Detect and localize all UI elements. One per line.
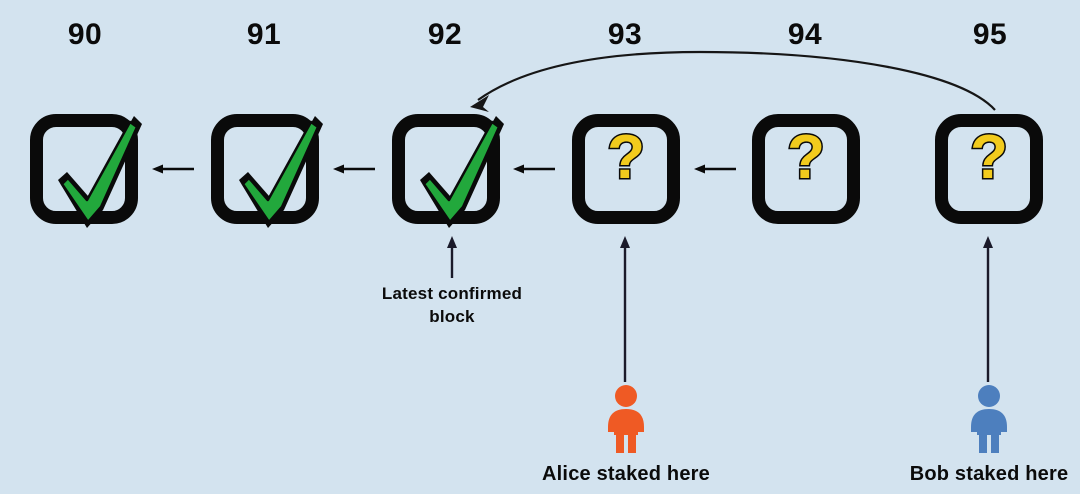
block-number-95: 95: [972, 18, 1008, 51]
bob-person-icon: [971, 385, 1007, 453]
block-number-91: 91: [246, 18, 282, 51]
block-94[interactable]: [752, 114, 860, 224]
chain-arrow-91-to-90: [152, 164, 194, 174]
block-90[interactable]: [30, 114, 138, 224]
block-number-92: 92: [427, 18, 463, 51]
latest-confirmed-line1: Latest confirmed: [381, 284, 523, 303]
pointer-arrow-alice: [620, 236, 630, 382]
chain-arrow-92-to-91: [333, 164, 375, 174]
block-93[interactable]: [572, 114, 680, 224]
block-95[interactable]: [935, 114, 1043, 224]
pointer-arrow-latest-confirmed: [447, 236, 457, 278]
chain-arrow-94-to-93: [694, 164, 736, 174]
chain-arrow-93-to-92: [513, 164, 555, 174]
alice-person-icon: [608, 385, 644, 453]
block-91[interactable]: [211, 114, 319, 224]
alice-staked-label: Alice staked here: [542, 463, 710, 485]
block-number-94: 94: [787, 18, 823, 51]
latest-confirmed-block-caption: Latest confirmed block: [322, 283, 582, 329]
pointer-arrow-bob: [983, 236, 993, 382]
block-number-93: 93: [607, 18, 643, 51]
bob-staked-label: Bob staked here: [909, 463, 1069, 485]
block-number-90: 90: [67, 18, 103, 51]
block-92[interactable]: [392, 114, 500, 224]
latest-confirmed-line2: block: [429, 306, 475, 326]
